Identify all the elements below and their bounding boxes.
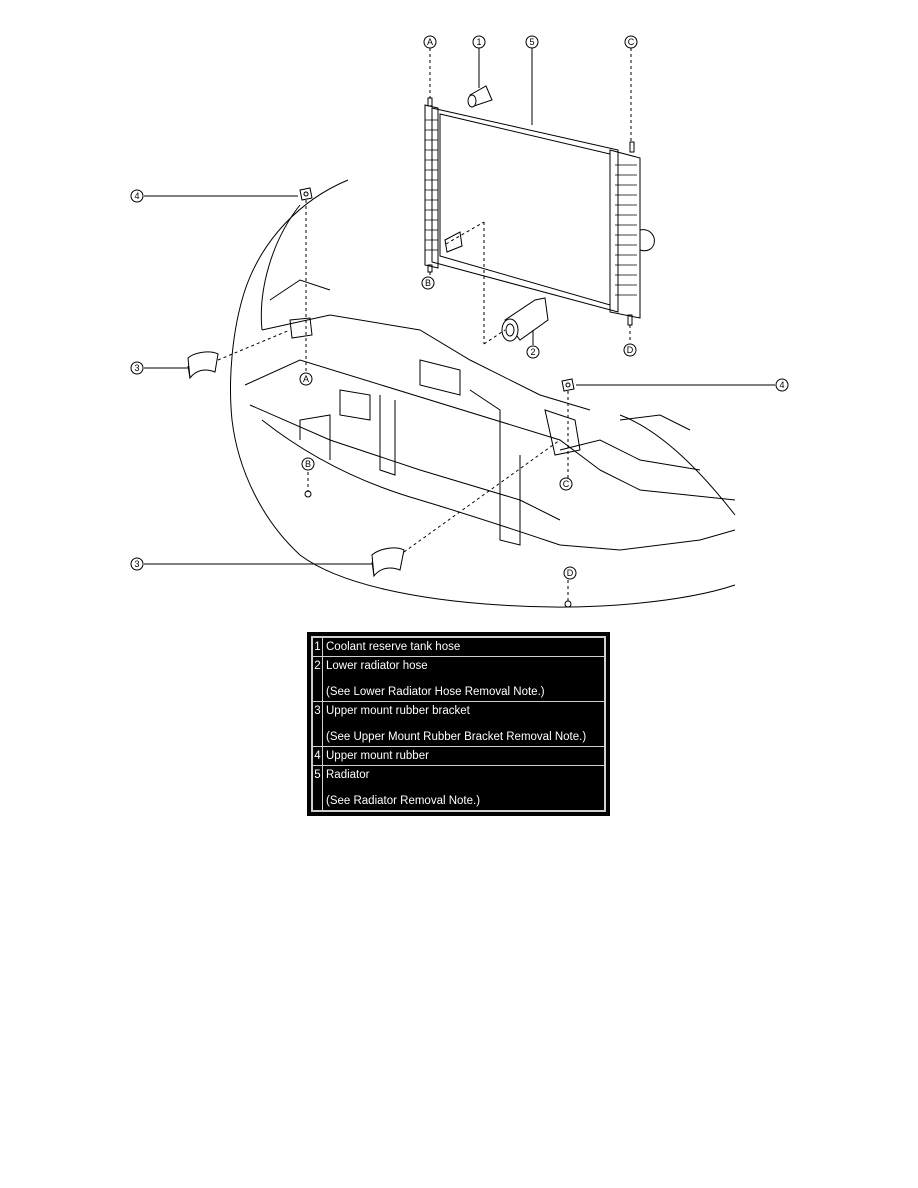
legend-part-note: (See Radiator Removal Note.) [326, 795, 481, 807]
legend-part-name: Radiator [326, 769, 370, 781]
callout-number-3-lower: 3 [134, 559, 139, 569]
legend-part-note: (See Upper Mount Rubber Bracket Removal … [326, 731, 587, 743]
legend-row: 5 Radiator (See Radiator Removal Note.) [312, 765, 605, 811]
upper-mount-rubber-bracket-left [187, 351, 219, 380]
legend-row: 4 Upper mount rubber [312, 746, 605, 766]
callout-letter-d: D [627, 345, 634, 355]
callout-letter-c-lower: C [563, 479, 570, 489]
legend-row-description: Lower radiator hose (See Lower Radiator … [322, 656, 605, 702]
upper-mount-rubber-bracket-right [371, 547, 405, 578]
legend-row-description: Coolant reserve tank hose [322, 637, 605, 657]
callout-number-1: 1 [476, 37, 481, 47]
legend-part-note: (See Lower Radiator Hose Removal Note.) [326, 686, 545, 698]
callout-number-4-right: 4 [779, 380, 784, 390]
legend-part-name: Upper mount rubber bracket [326, 705, 470, 717]
legend-row-number: 2 [312, 656, 323, 702]
locator-points [304, 490, 572, 608]
upper-mount-rubber-left [299, 187, 313, 201]
callout-number-3-upper: 3 [134, 363, 139, 373]
callout-letter-a: A [427, 37, 433, 47]
legend-row-description: Upper mount rubber bracket (See Upper Mo… [322, 701, 605, 747]
callout-leader-lines [144, 48, 775, 565]
legend-row-number: 3 [312, 701, 323, 747]
callout-letter-b: B [425, 278, 431, 288]
legend-row: 1 Coolant reserve tank hose [312, 637, 605, 657]
callout-letter-d-lower: D [567, 568, 574, 578]
callout-letter-c: C [628, 37, 635, 47]
callout-letter-a-lower: A [303, 374, 309, 384]
legend-row-description: Upper mount rubber [322, 746, 605, 766]
legend-part-name: Lower radiator hose [326, 660, 428, 672]
legend-row-number: 5 [312, 765, 323, 811]
callout-number-4-left: 4 [134, 191, 139, 201]
radiator-exploded-diagram: A 1 5 C B 2 D 4 A 3 4 B C 3 D [130, 35, 789, 608]
coolant-reserve-tank-hose [467, 85, 493, 108]
legend-row-number: 4 [312, 746, 323, 766]
legend-row: 2 Lower radiator hose (See Lower Radiato… [312, 656, 605, 702]
legend-part-name: Coolant reserve tank hose [326, 641, 461, 653]
legend-part-name: Upper mount rubber [326, 750, 429, 762]
legend-row: 3 Upper mount rubber bracket (See Upper … [312, 701, 605, 747]
callout-number-5: 5 [529, 37, 534, 47]
lower-radiator-hose [501, 297, 549, 342]
radiator-illustration [424, 97, 655, 326]
assembly-dashed-lines [217, 48, 632, 602]
legend-row-description: Radiator (See Radiator Removal Note.) [322, 765, 605, 811]
parts-legend-table: 1 Coolant reserve tank hose 2 Lower radi… [307, 632, 610, 816]
callout-number-2: 2 [530, 347, 535, 357]
callout-letter-b-lower: B [305, 459, 311, 469]
legend-row-number: 1 [312, 637, 323, 657]
upper-mount-rubber-right [561, 378, 575, 392]
vehicle-front-outline [230, 179, 736, 608]
